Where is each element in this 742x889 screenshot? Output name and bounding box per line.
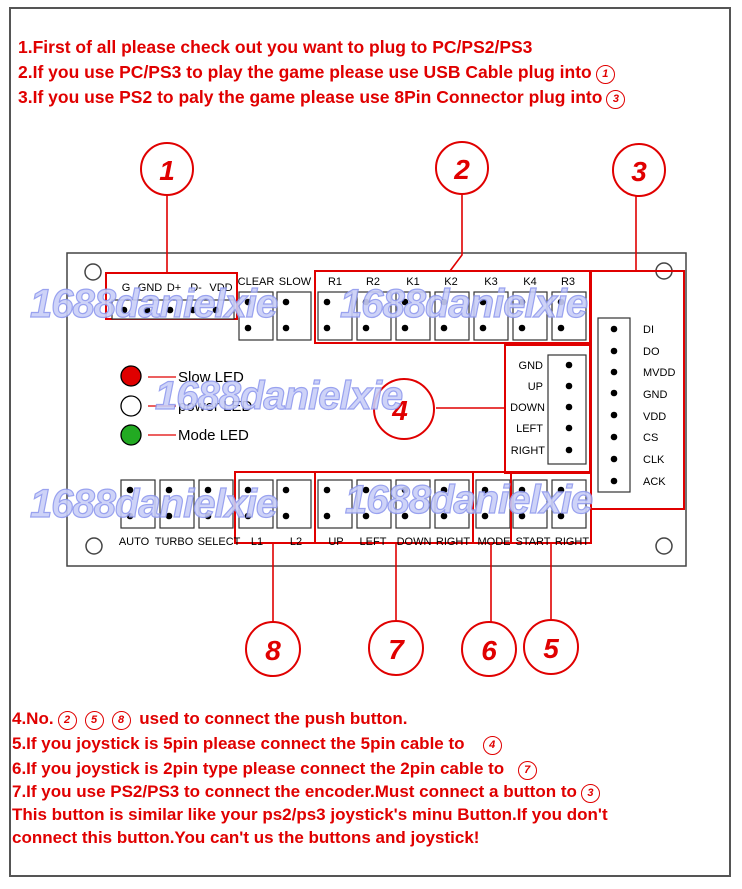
instruction-line-9: connect this button.You can't us the but… (12, 828, 480, 847)
label-l1: L1 (251, 536, 263, 548)
joystick-pins (565, 361, 573, 454)
ref-circle-1: 1 (595, 65, 615, 84)
instruction-line-7: 7.If you use PS2/PS3 to connect the enco… (12, 782, 604, 803)
label-clear: CLEAR (238, 276, 275, 288)
mount-hole-tl (84, 263, 102, 281)
label-auto: AUTO (119, 536, 150, 548)
label-k1: K1 (406, 276, 419, 288)
ps2-connector (597, 317, 631, 493)
usb-label-g: G (122, 282, 131, 294)
ps2-label-ack: ACK (643, 476, 666, 488)
svg-text:3: 3 (631, 156, 647, 187)
callout-1: 1 (140, 142, 194, 196)
led-power (120, 395, 142, 417)
usb-label-vdd: VDD (209, 282, 232, 294)
callout-4: 4 (373, 378, 435, 440)
svg-text:1: 1 (159, 155, 175, 186)
mount-hole-bl (85, 537, 103, 555)
instruction-line-8: This button is similar like your ps2/ps3… (12, 805, 608, 824)
usb-pins (120, 306, 220, 314)
joy-label-up: UP (528, 381, 543, 393)
instruction-line-2: 2.If you use PC/PS3 to play the game ple… (18, 62, 619, 84)
label-k4: K4 (523, 276, 536, 288)
label-down: DOWN (397, 536, 432, 548)
instruction-line-5: 5.If you joystick is 5pin please connect… (12, 734, 506, 755)
label-r2: R2 (366, 276, 380, 288)
ps2-label-clk: CLK (643, 454, 665, 466)
joy-label-gnd: GND (519, 360, 544, 372)
label-right: RIGHT (436, 536, 471, 548)
ps2-label-di: DI (643, 324, 654, 336)
usb-label-gnd: GND (138, 282, 163, 294)
label-left: LEFT (360, 536, 387, 548)
label-k3: K3 (484, 276, 497, 288)
label-select: SELECT (198, 536, 241, 548)
ps2-label-cs: CS (643, 432, 658, 444)
joy-label-down: DOWN (510, 402, 545, 414)
joy-label-right: RIGHT (511, 445, 546, 457)
top-connector-pins (244, 298, 565, 332)
callout-6: 6 (461, 621, 517, 677)
label-right-2: RIGHT (555, 536, 590, 548)
svg-text:2: 2 (453, 154, 470, 185)
callout-lines (166, 193, 637, 622)
outer-frame (9, 7, 731, 877)
ps2-label-mvdd: MVDD (643, 367, 675, 379)
svg-text:4: 4 (391, 395, 408, 426)
callout-8: 8 (245, 621, 301, 677)
top-connector-row (238, 291, 587, 341)
label-start: START (515, 536, 550, 548)
led-label-slow: Slow LED (178, 369, 244, 386)
bottom-connector-pins (126, 486, 565, 520)
callout-5: 5 (523, 619, 579, 675)
callout-7: 7 (368, 620, 424, 676)
label-up: UP (328, 536, 343, 548)
usb-label-dplus: D+ (167, 282, 181, 294)
joy-label-left: LEFT (516, 423, 543, 435)
label-k2: K2 (444, 276, 457, 288)
led-label-mode: Mode LED (178, 427, 249, 444)
usb-label-dminus: D- (190, 282, 202, 294)
label-mode: MODE (478, 536, 511, 548)
instruction-line-1: 1.First of all please check out you want… (18, 37, 533, 57)
led-label-power: power LED (178, 398, 252, 415)
svg-text:8: 8 (265, 635, 281, 666)
label-turbo: TURBO (155, 536, 194, 548)
label-r3: R3 (561, 276, 575, 288)
label-l2: L2 (290, 536, 302, 548)
bottom-connector-row (120, 479, 587, 529)
label-r1: R1 (328, 276, 342, 288)
ps2-label-gnd: GND (643, 389, 668, 401)
ps2-label-vdd: VDD (643, 411, 666, 423)
svg-text:7: 7 (388, 634, 405, 665)
led-slow (120, 365, 142, 387)
mount-hole-br (655, 537, 673, 555)
led-mode (120, 424, 142, 446)
label-slow: SLOW (279, 276, 312, 288)
instruction-line-3: 3.If you use PS2 to paly the game please… (18, 87, 629, 109)
callout-2: 2 (435, 141, 489, 195)
instruction-line-6: 6.If you joystick is 2pin type please co… (12, 759, 541, 780)
svg-text:6: 6 (481, 635, 497, 666)
ps2-pins (610, 325, 618, 485)
ps2-label-do: DO (643, 346, 660, 358)
callout-3: 3 (612, 143, 666, 197)
ref-circle-3: 3 (606, 90, 626, 109)
svg-text:5: 5 (543, 633, 559, 664)
